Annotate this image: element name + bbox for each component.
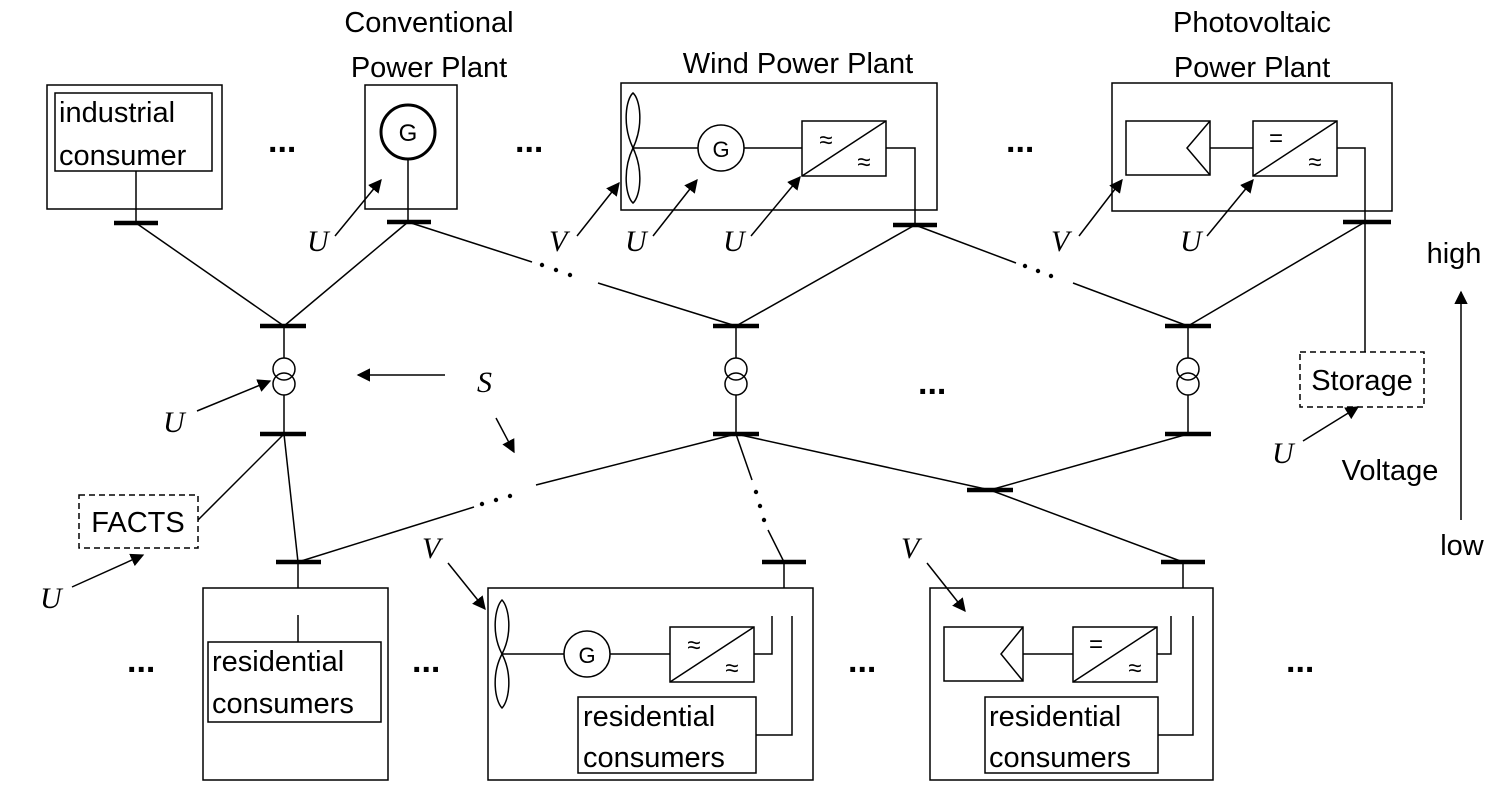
substation-3 <box>1165 323 1211 437</box>
transformer-2-icon <box>724 357 748 381</box>
svg-text:consumers: consumers <box>583 742 725 774</box>
pv-plant-title-1: Photovoltaic <box>1173 7 1331 39</box>
pv-panel-icon <box>1125 120 1211 176</box>
voltage-high-label: high <box>1427 238 1482 270</box>
residential-feeder-2-with-wind: G ≈ ≈ residential consumers <box>487 559 814 781</box>
residential-feeder-3-with-pv: = ≈ residential consumers <box>929 559 1214 781</box>
conventional-plant-title-1: Conventional <box>344 7 513 39</box>
storage-label: Storage <box>1311 365 1413 397</box>
wind-plant-title: Wind Power Plant <box>683 48 914 80</box>
substation-1 <box>260 323 306 437</box>
ellipsis-lv-4: ... <box>1286 642 1314 680</box>
u-transformer: U <box>163 406 187 439</box>
u-pv-converter: U <box>1180 225 1204 258</box>
control-annotations: U V U U V U U S U U V V <box>40 175 1360 615</box>
transformer-3-icon <box>1176 357 1200 381</box>
u-wind-generator: U <box>625 225 649 258</box>
u-wind-converter: U <box>723 225 747 258</box>
small-pv-panel-icon <box>943 626 1024 682</box>
svg-text:≈: ≈ <box>819 127 832 154</box>
svg-text:=: = <box>1089 631 1103 658</box>
wind-power-plant: Wind Power Plant G ≈ ≈ <box>620 48 938 228</box>
u-facts: U <box>40 582 64 615</box>
v-wind: V <box>549 225 571 258</box>
u-storage: U <box>1272 437 1296 470</box>
svg-text:consumers: consumers <box>989 742 1131 774</box>
ellipsis-hv-2: ... <box>515 122 543 160</box>
industrial-consumer: industrial consumer <box>46 84 223 226</box>
ellipsis-hv-3: ... <box>1006 122 1034 160</box>
svg-text:=: = <box>1269 125 1283 152</box>
svg-text:≈: ≈ <box>687 632 700 659</box>
s-label: S <box>477 366 492 399</box>
conventional-plant-title-2: Power Plant <box>351 52 507 84</box>
svg-text:residential: residential <box>212 646 344 678</box>
residential-feeder-1: residential consumers <box>202 559 389 781</box>
facts-device: FACTS <box>78 433 285 549</box>
ellipsis-lv-1: ... <box>127 642 155 680</box>
svg-text:≈: ≈ <box>1308 149 1321 176</box>
hv-lines <box>135 221 1366 327</box>
v-lv-pv: V <box>901 532 923 565</box>
pv-plant-title-2: Power Plant <box>1174 52 1330 84</box>
svg-text:≈: ≈ <box>725 655 738 682</box>
svg-text:≈: ≈ <box>857 149 870 176</box>
photovoltaic-power-plant: Photovoltaic Power Plant = ≈ <box>1111 7 1393 225</box>
svg-text:G: G <box>578 643 595 668</box>
svg-text:residential: residential <box>583 701 715 733</box>
u-conventional: U <box>307 225 331 258</box>
lv-lines <box>283 433 1189 563</box>
ellipsis-lv-2: ... <box>412 642 440 680</box>
svg-text:consumers: consumers <box>212 688 354 720</box>
wind-generator-label: G <box>712 137 729 162</box>
v-pv: V <box>1051 225 1073 258</box>
voltage-axis: high Voltage low <box>1342 238 1485 562</box>
industrial-consumer-label-1: industrial <box>59 97 175 129</box>
ellipsis-lv-3: ... <box>848 642 876 680</box>
facts-label: FACTS <box>91 507 184 539</box>
transformer-1-icon <box>272 357 296 381</box>
substation-2 <box>713 323 759 437</box>
svg-text:≈: ≈ <box>1128 655 1141 682</box>
generator-label: G <box>399 120 418 147</box>
storage: Storage <box>1299 222 1425 408</box>
ellipsis-mid: ... <box>918 364 946 402</box>
industrial-consumer-label-2: consumer <box>59 140 187 172</box>
v-lv-wind: V <box>422 532 444 565</box>
voltage-title: Voltage <box>1342 455 1439 487</box>
voltage-low-label: low <box>1440 530 1485 562</box>
conventional-power-plant: Conventional Power Plant G <box>344 7 514 225</box>
svg-text:residential: residential <box>989 701 1121 733</box>
ellipsis-hv-1: ... <box>268 122 296 160</box>
